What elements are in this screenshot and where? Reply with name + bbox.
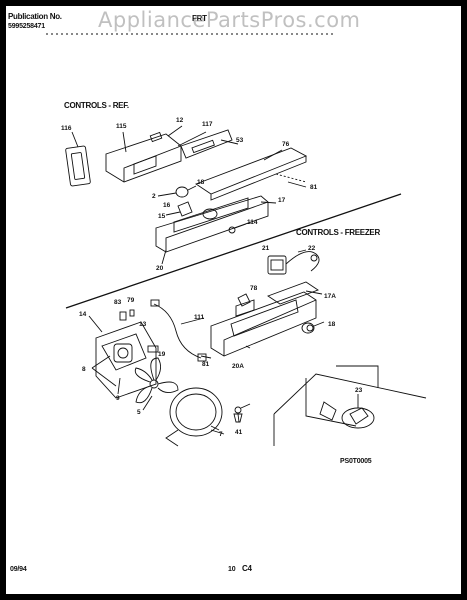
part-18-knob <box>301 322 315 334</box>
callout-16: 16 <box>163 202 171 209</box>
callout-12: 12 <box>176 117 184 124</box>
callout-14: 14 <box>79 311 87 318</box>
fan-motor-bracket <box>95 321 157 399</box>
callout-5: 5 <box>137 409 141 416</box>
part-20A-housing <box>210 291 317 357</box>
part-20-housing <box>155 195 269 253</box>
part-41-screw <box>233 403 251 423</box>
part-21-thermostat <box>267 251 320 275</box>
callout-22: 22 <box>308 245 316 252</box>
part-15-knob <box>165 201 193 217</box>
part-5-fan-blade <box>134 357 179 404</box>
footer-date: 09/94 <box>10 566 27 573</box>
part-17A <box>267 281 319 305</box>
footer-page: 10 <box>228 566 236 573</box>
exploded-parts-diagram: 116 115 12 117 53 76 18 2 17 81 16 15 11… <box>46 33 427 447</box>
callout-79: 79 <box>127 297 135 304</box>
callout-17A: 17A <box>324 293 336 300</box>
callout-23: 23 <box>355 387 363 394</box>
callout-83: 83 <box>114 299 122 306</box>
callout-117: 117 <box>202 121 213 128</box>
part-114-screw <box>228 223 247 234</box>
callout-76: 76 <box>282 141 290 148</box>
callout-114: 114 <box>247 219 258 226</box>
figure-code: PS0T0005 <box>340 458 372 465</box>
part-115-housing <box>105 131 182 183</box>
publication-number: 5995258471 <box>8 23 45 30</box>
section-divider <box>65 193 402 309</box>
controls-ref-title: CONTROLS - REF. <box>64 101 129 110</box>
callout-53: 53 <box>236 137 244 144</box>
callout-78: 78 <box>250 285 258 292</box>
callout-15: 15 <box>158 213 166 220</box>
callout-2: 2 <box>152 193 156 200</box>
callout-81-bottom: 81 <box>202 361 210 368</box>
part-116-frame <box>65 145 91 187</box>
part-7-shroud <box>165 387 225 447</box>
part-23-switch <box>341 394 375 429</box>
callout-115: 115 <box>116 123 127 130</box>
part-111-harness <box>150 299 207 362</box>
callout-116: 116 <box>61 125 72 132</box>
part-19-connector <box>147 345 159 353</box>
part-53-cover <box>180 129 233 159</box>
callout-20: 20 <box>156 265 164 272</box>
callout-13: 13 <box>139 321 147 328</box>
cabinet-corner <box>273 365 427 446</box>
footer-section: C4 <box>242 564 252 573</box>
callout-18: 18 <box>197 179 205 186</box>
part-76-plate <box>195 147 308 201</box>
part-2-knob <box>157 186 189 198</box>
callout-81-top: 81 <box>310 184 318 191</box>
callout-17: 17 <box>278 197 286 204</box>
part-83-clip <box>119 309 135 321</box>
callout-7: 7 <box>219 431 223 438</box>
callout-21: 21 <box>262 245 270 252</box>
callout-19: 19 <box>158 351 166 358</box>
callout-18-freezer: 18 <box>328 321 336 328</box>
freezer-leaders <box>88 249 325 431</box>
callout-41: 41 <box>235 429 243 436</box>
watermark: AppliancePartsPros.com <box>98 8 361 32</box>
callout-8: 8 <box>82 366 86 373</box>
ref-leaders <box>71 125 307 265</box>
model-code: FRT <box>192 14 207 23</box>
callout-20A: 20A <box>232 363 244 370</box>
controls-freezer-title: CONTROLS - FREEZER <box>296 228 380 237</box>
callout-9: 9 <box>116 395 120 402</box>
publication-label: Publication No. <box>8 12 62 21</box>
callout-111: 111 <box>194 314 205 321</box>
diagram-sheet: Publication No. 5995258471 FRT Appliance… <box>6 6 461 594</box>
